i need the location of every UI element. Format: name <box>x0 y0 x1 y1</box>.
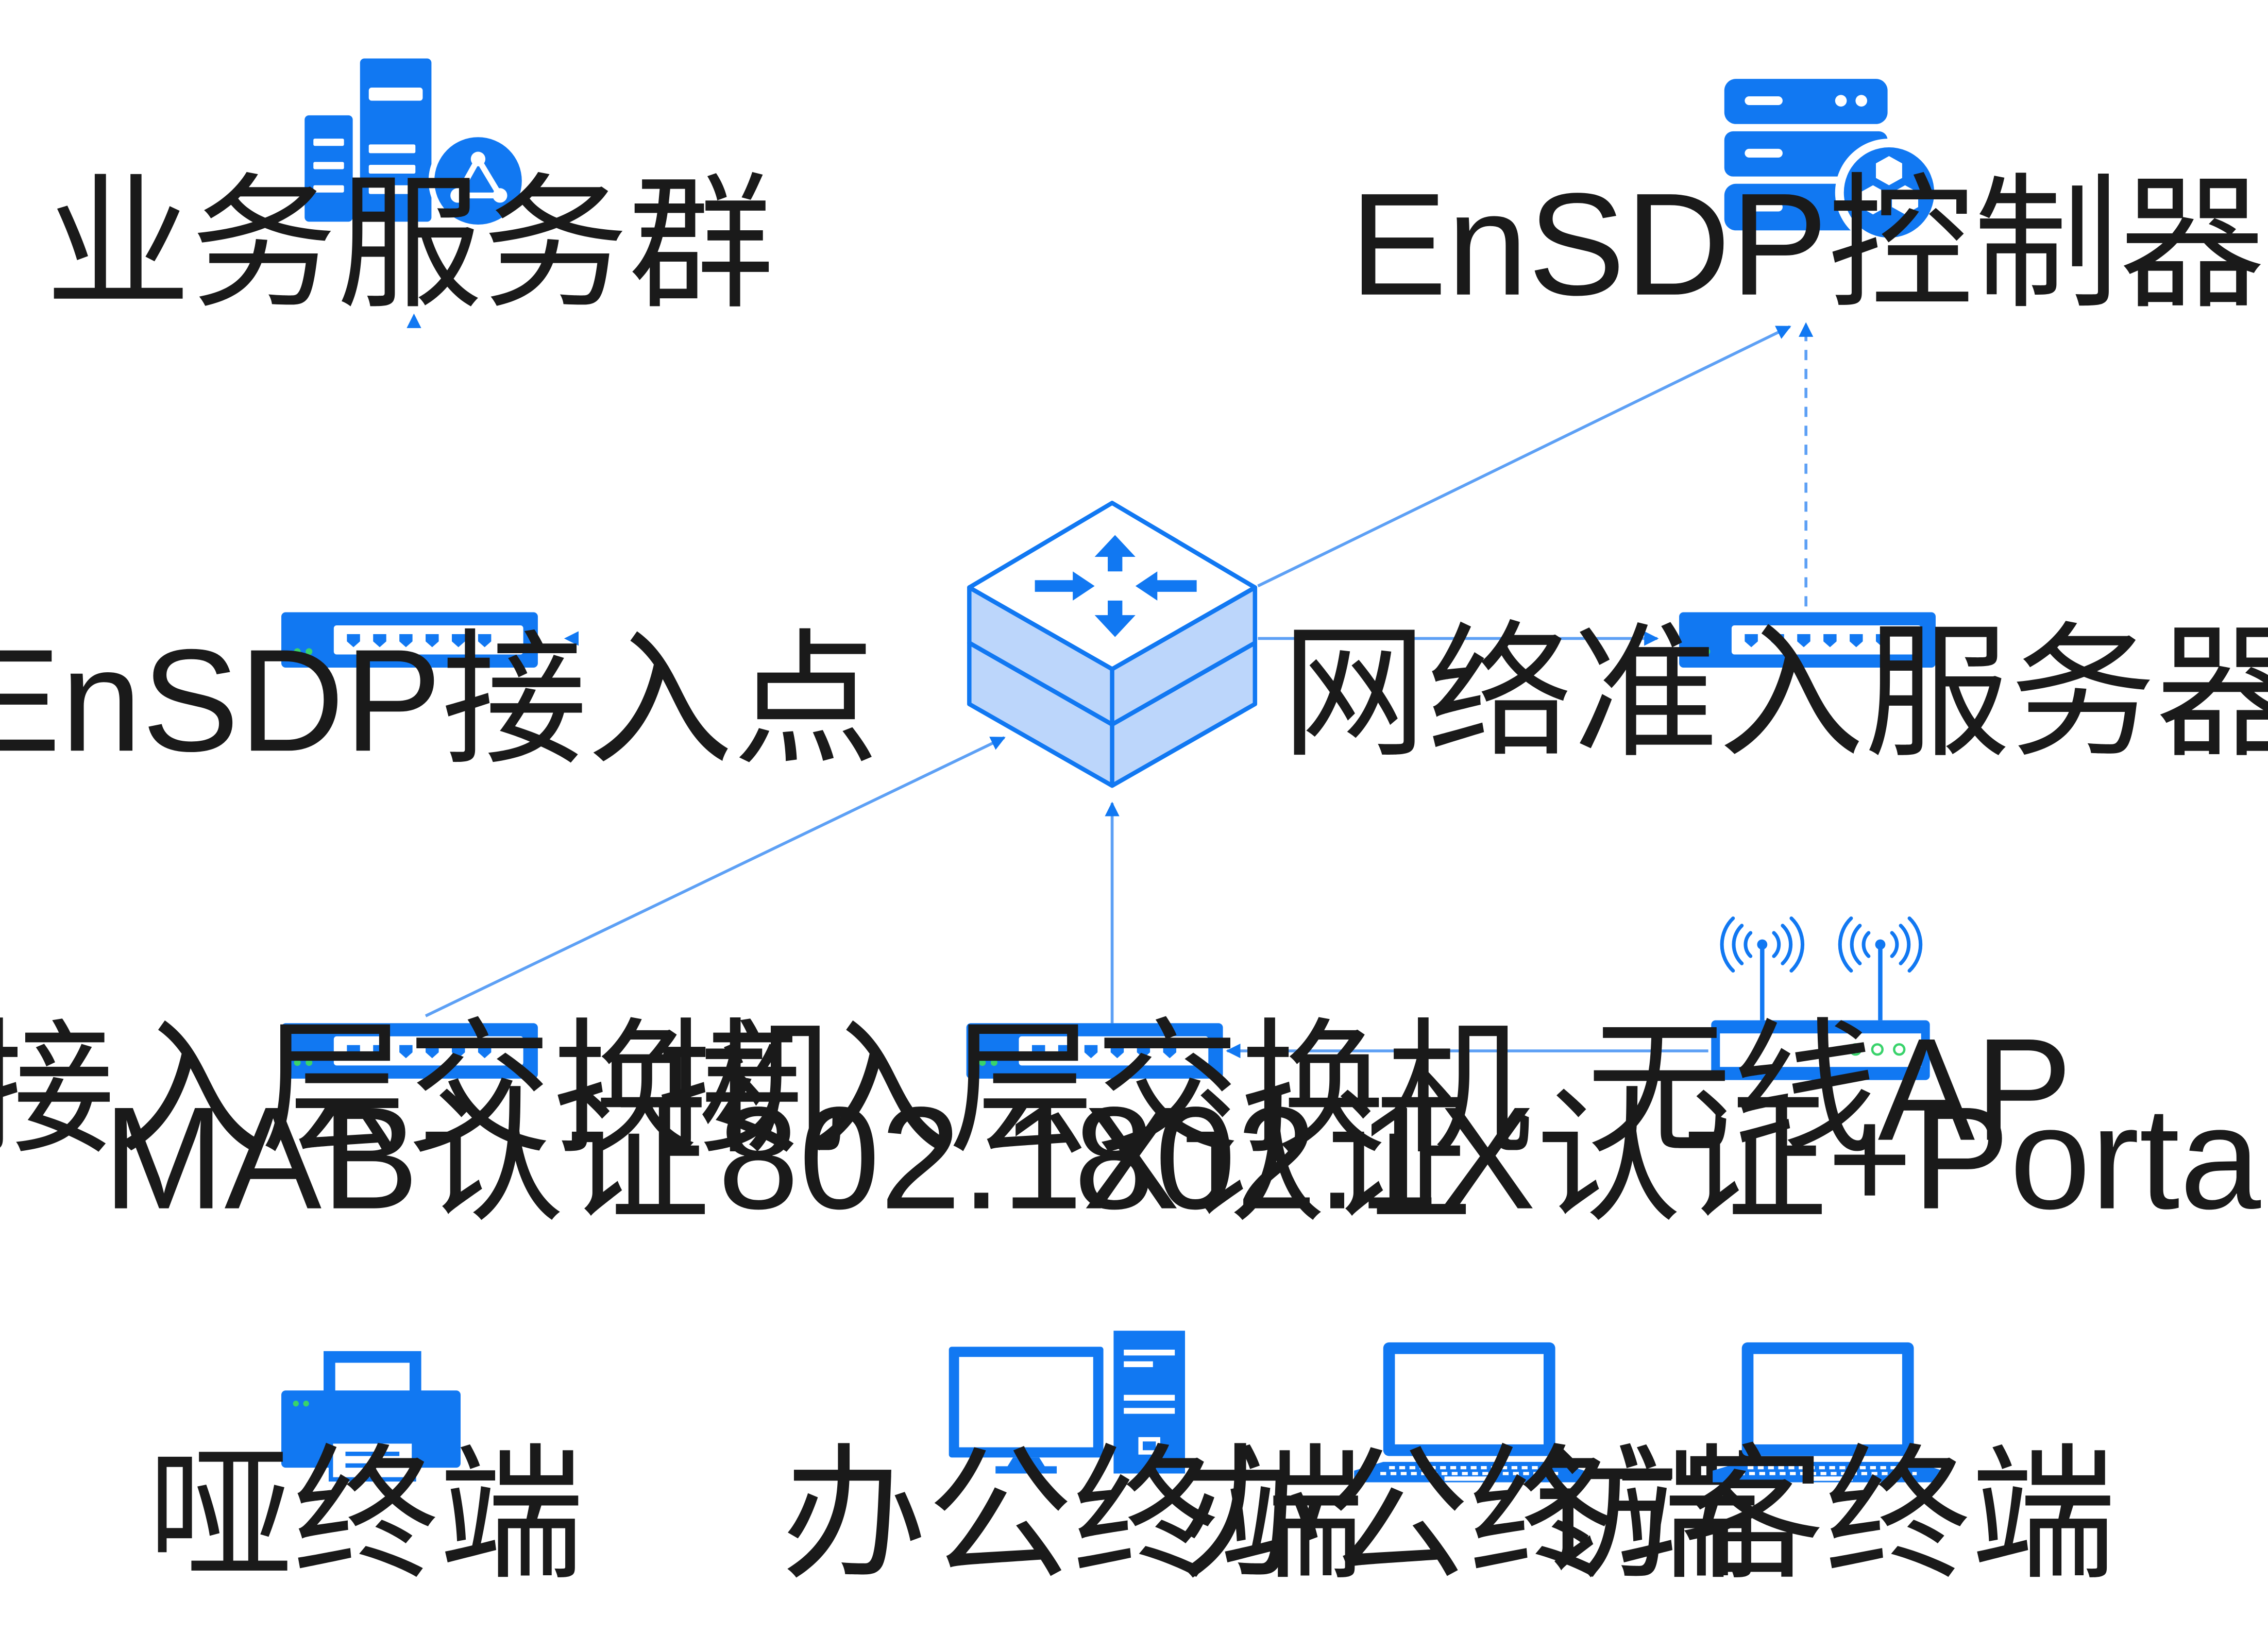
dumb-terminal-label: 哑终端 <box>147 1434 585 1596</box>
connections <box>407 313 1814 1059</box>
business-cluster-label: 业务服务群 <box>45 163 774 326</box>
wireless-ap-label-line1: 无线AP <box>1586 1008 2072 1171</box>
router-cube-icon <box>967 501 1258 788</box>
office-laptop-terminal-node[interactable]: 办公终端 <box>1178 1342 1761 1596</box>
ensdp-controller-node[interactable]: EnSDP控制器 <box>1350 79 2265 326</box>
ensdp-controller-label: EnSDP控制器 <box>1350 163 2265 326</box>
server-cluster-share-icon <box>304 58 528 231</box>
office-desktop-terminal-node[interactable]: 办公终端 <box>781 1331 1364 1596</box>
access-switch-mab-node[interactable]: 接入层交换机 MAB认证 <box>0 1008 844 1239</box>
link-router-to-controller <box>1257 325 1791 588</box>
access-switch-mab-label-line1: 接入层交换机 <box>0 1008 844 1171</box>
nac-server-label: 网络准入服务器 <box>1281 611 2268 774</box>
printer-icon <box>281 1351 461 1482</box>
guest-laptop-terminal-node[interactable]: 访客终端 <box>1533 1342 2117 1596</box>
access-switch-8021x-label-line2: 802.1X认证 <box>718 1077 1471 1239</box>
wireless-ap-label-line2: 802.1X认证+Portal认证 <box>1074 1077 2268 1239</box>
core-router-node[interactable] <box>967 501 1258 788</box>
guest-laptop-terminal-label: 访客终端 <box>1533 1434 2117 1596</box>
office-desktop-terminal-label: 办公终端 <box>781 1434 1364 1596</box>
link-mab-switch-to-router <box>425 736 1006 1017</box>
dumb-terminal-node[interactable]: 哑终端 <box>147 1351 585 1596</box>
access-switch-8021x-node[interactable]: 接入层交换机 802.1X认证 <box>657 1008 1532 1239</box>
office-laptop-terminal-label: 办公终端 <box>1178 1434 1761 1596</box>
access-switch-8021x-label-line1: 接入层交换机 <box>657 1008 1532 1171</box>
nac-server-node[interactable]: 网络准入服务器 <box>1281 611 2268 774</box>
access-switch-mab-label-line2: MAB认证 <box>103 1077 710 1239</box>
wireless-ap-node[interactable]: 无线AP 802.1X认证+Portal认证 <box>1074 916 2268 1239</box>
desktop-computer-icon <box>949 1331 1186 1474</box>
ensdp-access-point-node[interactable]: EnSDP接入点 <box>0 612 879 782</box>
business-cluster-node[interactable]: 业务服务群 <box>45 58 774 326</box>
ensdp-access-point-label: EnSDP接入点 <box>0 619 879 781</box>
server-hexagon-icon <box>1724 79 1943 247</box>
wireless-ap-icon <box>1711 916 1930 1080</box>
